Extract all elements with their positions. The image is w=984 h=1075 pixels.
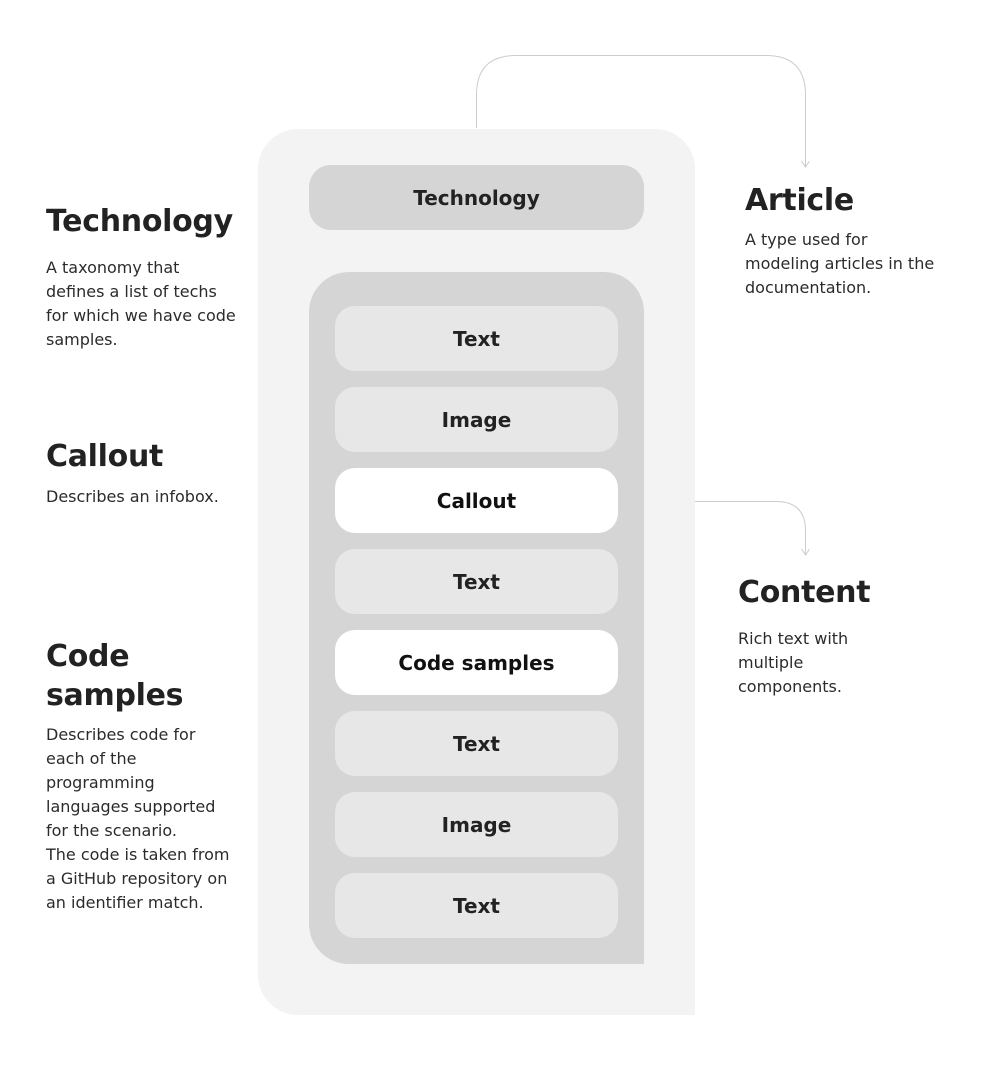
technology-field: Technology bbox=[309, 165, 644, 230]
technology-description-line: for which we have code bbox=[46, 306, 236, 325]
technology-description-line: A taxonomy that bbox=[46, 258, 180, 277]
content-description-line: components. bbox=[738, 677, 842, 696]
content-block-label: Image bbox=[441, 812, 512, 837]
code-samples-description: Describes code for each of the programmi… bbox=[46, 723, 229, 915]
content-block-image: Image bbox=[335, 792, 618, 857]
article-heading: Article bbox=[745, 183, 854, 218]
code-samples-description-line: an identifier match. bbox=[46, 893, 204, 912]
callout-heading: Callout bbox=[46, 439, 164, 474]
article-description-line: modeling articles in the bbox=[745, 254, 935, 273]
content-block-label: Callout bbox=[436, 488, 517, 513]
content-block-code-samples: Code samples bbox=[335, 630, 618, 695]
article-description: A type used for modeling articles in the… bbox=[745, 228, 934, 300]
content-block-label: Code samples bbox=[398, 650, 555, 675]
code-samples-heading-line: samples bbox=[46, 678, 184, 713]
content-block-text: Text bbox=[335, 873, 618, 938]
content-arrowhead bbox=[801, 548, 810, 556]
content-description-line: Rich text with bbox=[738, 629, 849, 648]
content-block-callout: Callout bbox=[335, 468, 618, 533]
content-block-text: Text bbox=[335, 711, 618, 776]
content-block-image: Image bbox=[335, 387, 618, 452]
code-samples-description-line: for the scenario. bbox=[46, 821, 177, 840]
technology-heading: Technology bbox=[46, 204, 233, 239]
technology-description-line: defines a list of techs bbox=[46, 282, 217, 301]
content-description: Rich text with multiple components. bbox=[738, 627, 848, 699]
code-samples-heading-line: Code bbox=[46, 639, 130, 674]
content-block-label: Text bbox=[452, 326, 500, 351]
article-description-line: documentation. bbox=[745, 278, 872, 297]
content-description-line: multiple bbox=[738, 653, 804, 672]
code-samples-heading: Code samples bbox=[46, 637, 184, 715]
code-samples-description-line: a GitHub repository on bbox=[46, 869, 228, 888]
callout-description-line: Describes an infobox. bbox=[46, 487, 219, 506]
callout-description: Describes an infobox. bbox=[46, 485, 219, 509]
content-block-label: Image bbox=[441, 407, 512, 432]
content-block-text: Text bbox=[335, 549, 618, 614]
article-arrowhead bbox=[801, 160, 810, 168]
content-block-label: Text bbox=[452, 731, 500, 756]
code-samples-description-line: each of the bbox=[46, 749, 137, 768]
content-block-text: Text bbox=[335, 306, 618, 371]
technology-description: A taxonomy that defines a list of techs … bbox=[46, 256, 236, 352]
article-description-line: A type used for bbox=[745, 230, 868, 249]
code-samples-description-line: The code is taken from bbox=[46, 845, 230, 864]
content-container bbox=[309, 272, 644, 964]
technology-field-label: Technology bbox=[413, 185, 540, 210]
content-block-label: Text bbox=[452, 569, 500, 594]
code-samples-description-line: languages supported bbox=[46, 797, 216, 816]
content-heading: Content bbox=[738, 575, 871, 610]
code-samples-description-line: Describes code for bbox=[46, 725, 196, 744]
code-samples-description-line: programming bbox=[46, 773, 155, 792]
content-block-label: Text bbox=[452, 893, 500, 918]
technology-description-line: samples. bbox=[46, 330, 118, 349]
